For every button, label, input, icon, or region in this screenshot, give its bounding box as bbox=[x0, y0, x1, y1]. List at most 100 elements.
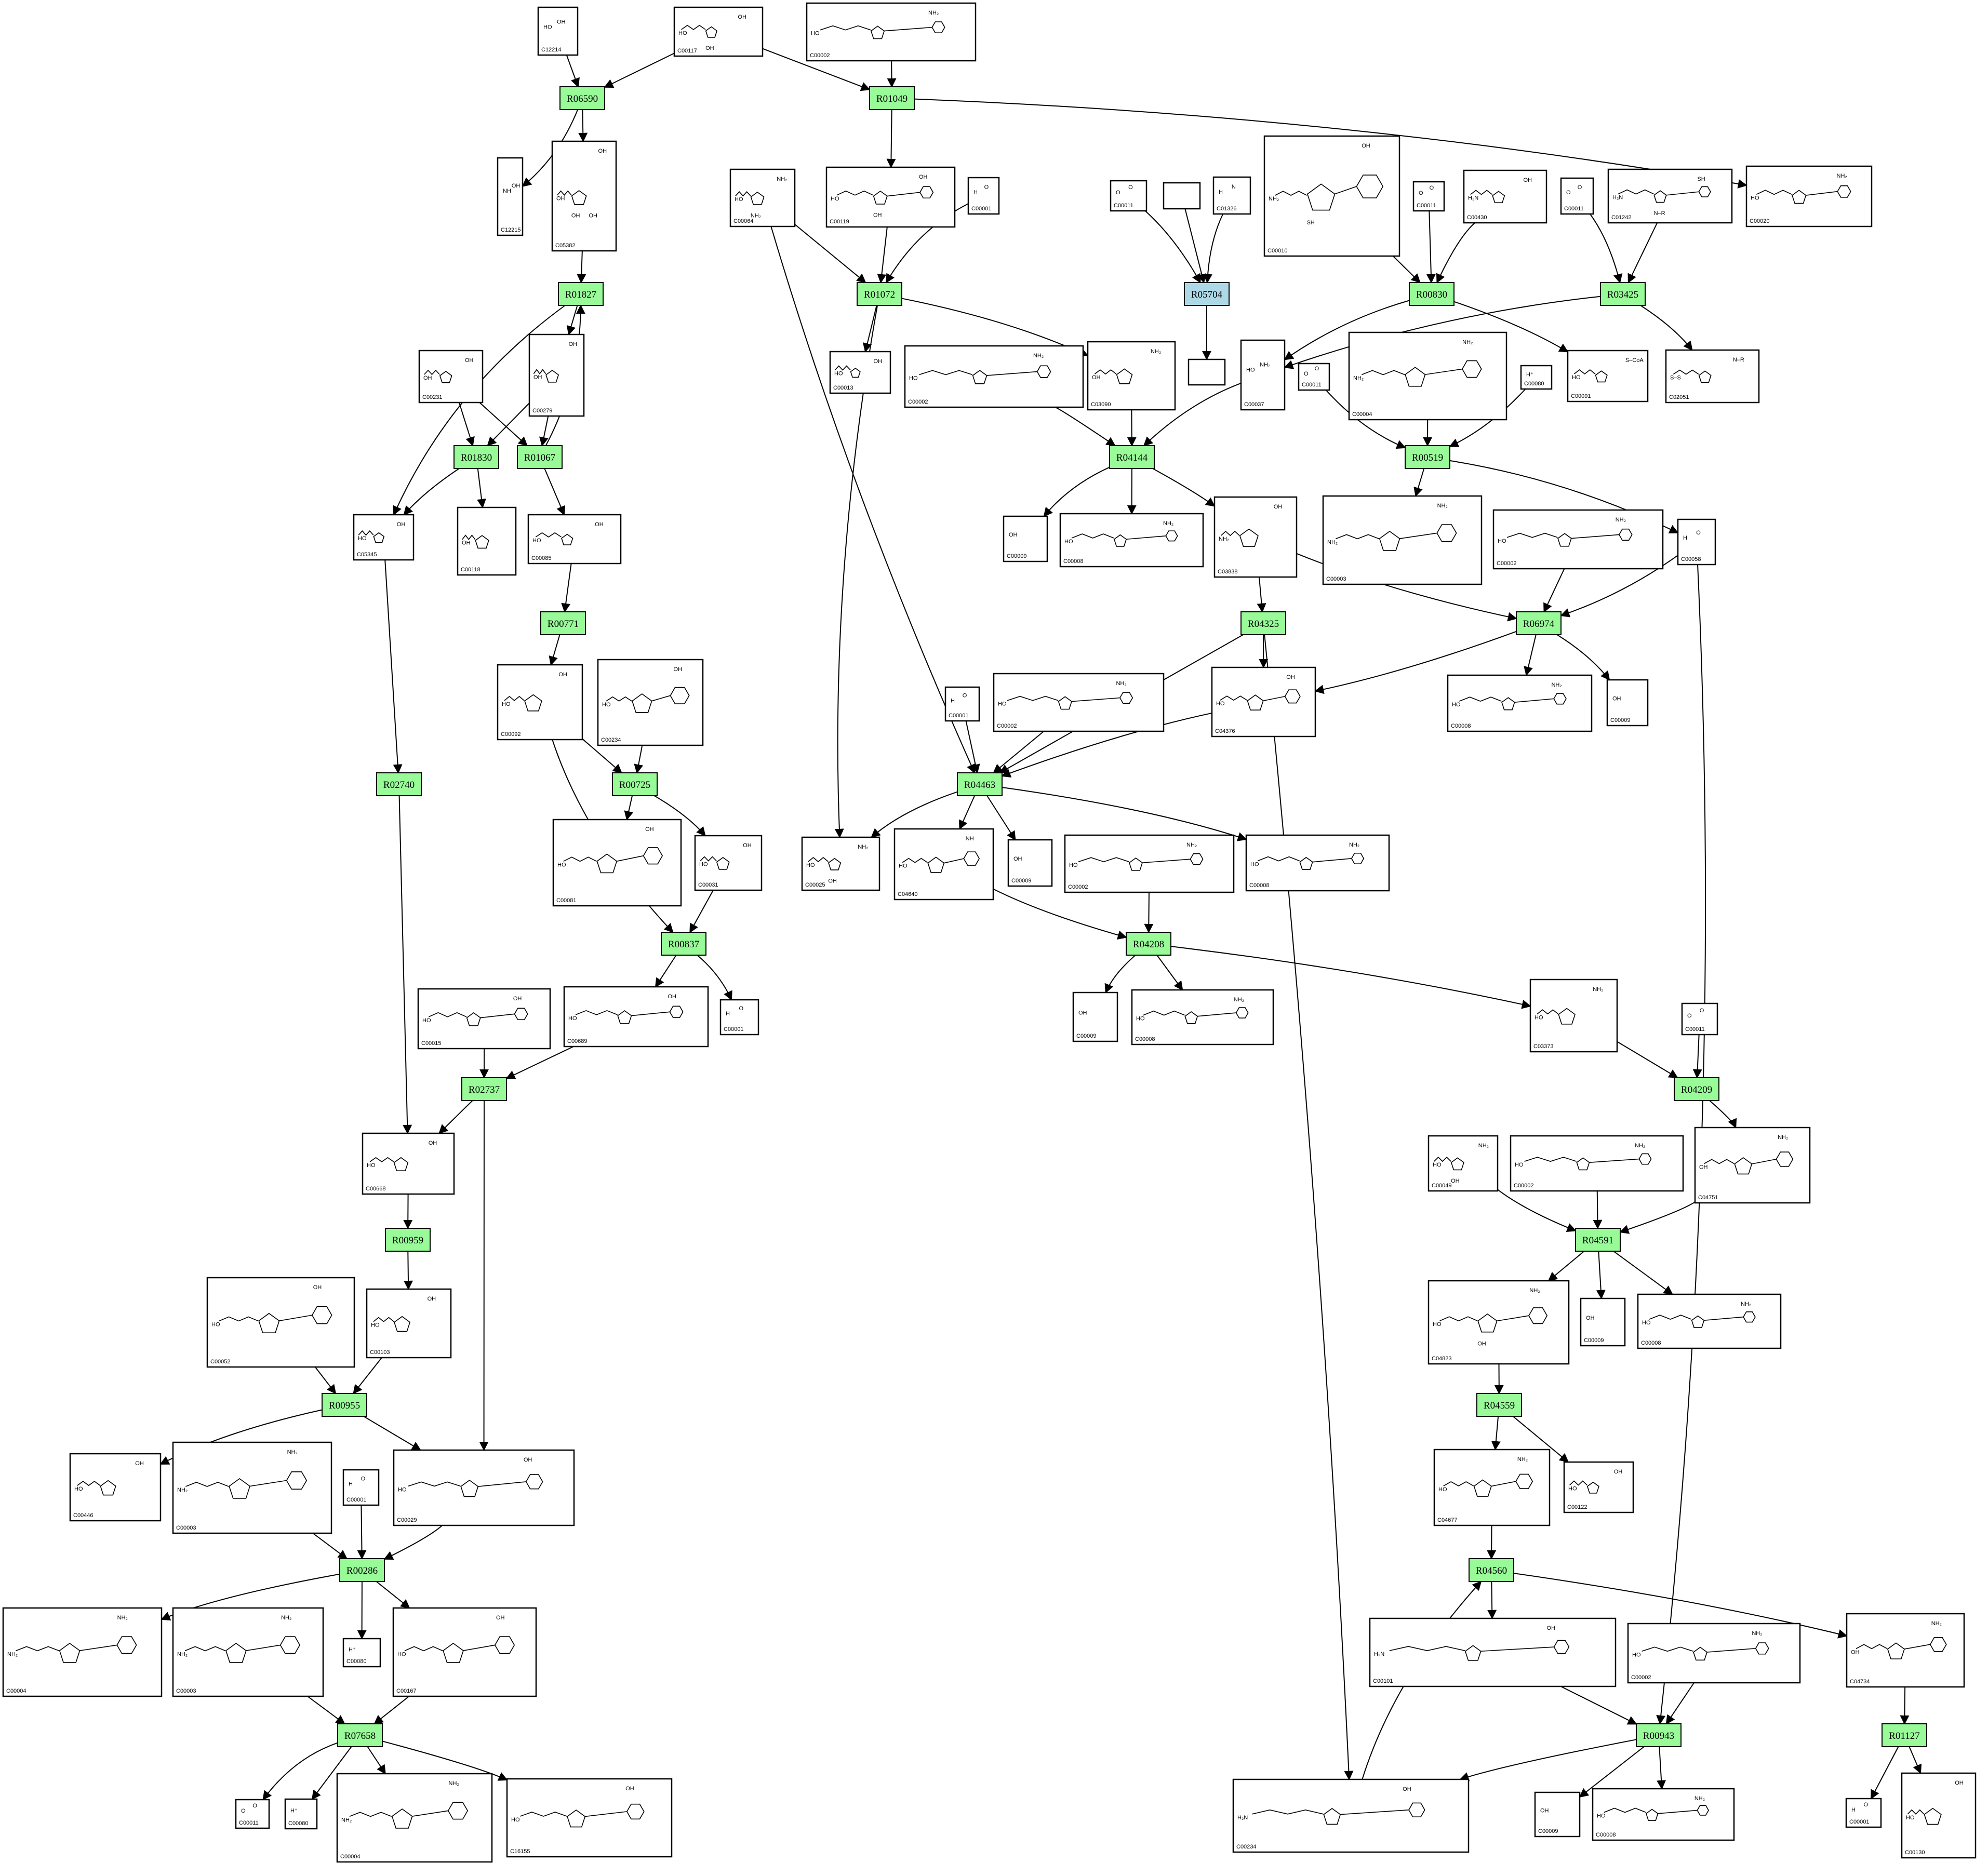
compound-box[interactable] bbox=[719, 999, 759, 1036]
compound-box[interactable] bbox=[551, 140, 617, 252]
compound-box[interactable] bbox=[1064, 834, 1235, 893]
compound-box[interactable] bbox=[537, 6, 579, 56]
compound-box[interactable] bbox=[1845, 1798, 1882, 1828]
reaction-node[interactable]: R04325 bbox=[1240, 611, 1286, 635]
reaction-node[interactable]: R00959 bbox=[385, 1228, 431, 1252]
compound-box[interactable] bbox=[284, 1798, 318, 1830]
compound-box[interactable] bbox=[1163, 182, 1201, 210]
compound-box[interactable] bbox=[1131, 989, 1274, 1046]
compound-box[interactable] bbox=[1072, 991, 1118, 1042]
compound-box[interactable] bbox=[1298, 363, 1330, 391]
compound-node[interactable] bbox=[1188, 358, 1226, 386]
reaction-node[interactable]: R02737 bbox=[461, 1077, 507, 1101]
compound-box[interactable] bbox=[342, 1469, 380, 1506]
reaction-node[interactable]: R00286 bbox=[339, 1558, 385, 1582]
reaction-node[interactable]: R04144 bbox=[1109, 445, 1155, 469]
reaction-box[interactable] bbox=[1636, 1723, 1682, 1747]
compound-box[interactable] bbox=[1007, 839, 1053, 887]
reaction-box[interactable] bbox=[1674, 1077, 1719, 1101]
reaction-node[interactable]: R05704 bbox=[1184, 282, 1230, 306]
reaction-box[interactable] bbox=[612, 772, 658, 796]
reaction-box[interactable] bbox=[1405, 445, 1450, 469]
reaction-node[interactable]: R04463 bbox=[957, 772, 1003, 796]
reaction-node[interactable]: R01049 bbox=[869, 86, 915, 110]
compound-box[interactable] bbox=[457, 506, 517, 576]
compound-box[interactable] bbox=[1637, 1293, 1782, 1349]
compound-box[interactable] bbox=[1348, 331, 1507, 421]
compound-box[interactable] bbox=[206, 1277, 355, 1368]
reaction-box[interactable] bbox=[558, 282, 604, 306]
reaction-box[interactable] bbox=[322, 1393, 367, 1417]
compound-box[interactable] bbox=[673, 6, 764, 57]
compound-box[interactable] bbox=[172, 1441, 332, 1534]
compound-box[interactable] bbox=[172, 1607, 324, 1697]
compound-box[interactable] bbox=[1412, 181, 1445, 212]
reaction-box[interactable] bbox=[957, 772, 1003, 796]
reaction-node[interactable]: R04560 bbox=[1469, 1558, 1514, 1582]
compound-box[interactable] bbox=[1627, 1623, 1801, 1684]
compound-box[interactable] bbox=[729, 168, 796, 227]
compound-box[interactable] bbox=[1580, 1297, 1626, 1347]
compound-box[interactable] bbox=[552, 819, 682, 907]
compound-box[interactable] bbox=[1463, 169, 1547, 224]
compound-node[interactable] bbox=[1163, 182, 1201, 210]
compound-box[interactable] bbox=[1534, 1791, 1581, 1838]
compound-box[interactable] bbox=[1492, 509, 1664, 570]
reaction-box[interactable] bbox=[339, 1558, 385, 1582]
reaction-node[interactable]: R04559 bbox=[1476, 1393, 1522, 1417]
compound-box[interactable] bbox=[563, 986, 709, 1048]
reaction-box[interactable] bbox=[337, 1723, 383, 1747]
reaction-node[interactable]: R01830 bbox=[453, 445, 499, 469]
reaction-box[interactable] bbox=[376, 772, 422, 796]
compound-box[interactable] bbox=[825, 166, 956, 228]
reaction-box[interactable] bbox=[869, 86, 915, 110]
compound-box[interactable] bbox=[1567, 350, 1649, 403]
compound-box[interactable] bbox=[1510, 1135, 1684, 1192]
reaction-node[interactable]: R06974 bbox=[1516, 611, 1562, 635]
reaction-box[interactable] bbox=[1575, 1228, 1621, 1252]
compound-box[interactable] bbox=[944, 686, 980, 722]
reaction-box[interactable] bbox=[1882, 1723, 1927, 1747]
compound-box[interactable] bbox=[1240, 339, 1286, 411]
